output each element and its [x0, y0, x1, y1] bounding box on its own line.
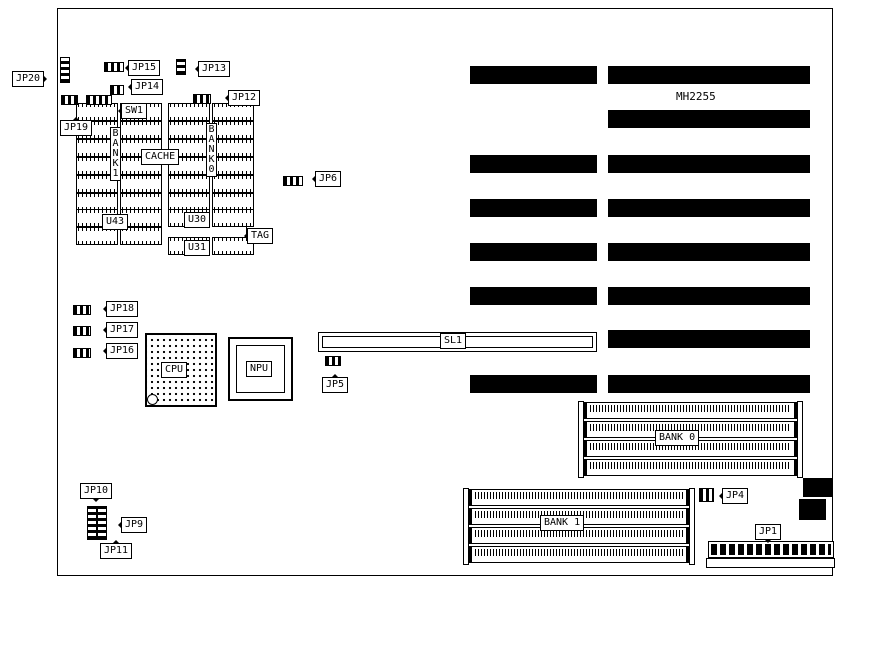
simm-module: [583, 402, 798, 419]
isa-slot: [470, 243, 597, 261]
jp18-header: [73, 305, 91, 315]
jp16-header: [73, 348, 91, 358]
dip-chip: [120, 227, 162, 245]
jp17-header: [73, 326, 91, 336]
isa-slot: [608, 375, 810, 393]
jp15-header: [104, 62, 124, 72]
jp5-header: [325, 356, 341, 366]
bank0-column-label: BANK0: [206, 123, 217, 177]
simm-module: [468, 489, 690, 506]
jp4-header: [699, 488, 714, 502]
dip-chip: [120, 121, 162, 139]
dip-chip: [76, 193, 118, 211]
callout-jp14: JP14: [127, 79, 164, 95]
callout-jp16: JP16: [102, 343, 139, 359]
u31-label: U31: [184, 240, 211, 256]
isa-slot: [608, 330, 810, 348]
bank1-right-bracket: [689, 488, 695, 565]
isa-slot: [470, 66, 597, 84]
isa-slot: [470, 375, 597, 393]
bank1-label: BANK 1: [540, 515, 585, 531]
jp6-header: [283, 176, 303, 186]
callout-jp6: JP6: [311, 171, 342, 187]
callout-tag: TAG: [243, 228, 274, 244]
cpu-socket: [145, 333, 217, 407]
dip-chip: [212, 209, 254, 227]
dip-chip: [168, 103, 210, 121]
sw1-dip-switch: [86, 95, 112, 105]
callout-jp1: JP1: [755, 524, 782, 543]
callout-sw1: SW1: [117, 103, 148, 119]
jp9-jp10-jp11-header-col1: [87, 506, 97, 540]
dip-chip: [212, 157, 254, 175]
callout-jp15: JP15: [124, 60, 161, 76]
bank0-right-bracket: [797, 401, 803, 478]
cpu-label: CPU: [161, 362, 188, 378]
bank1-left-bracket: [463, 488, 469, 565]
dip-chip: [212, 139, 254, 157]
isa-slot: [608, 66, 810, 84]
dip-chip: [168, 175, 210, 193]
bank1-column-label: BANK1: [110, 127, 121, 181]
isa-slot: [470, 287, 597, 305]
dip-chip: [212, 121, 254, 139]
isa-slot: [470, 199, 597, 217]
callout-jp9: JP9: [117, 517, 148, 533]
callout-jp18: JP18: [102, 301, 139, 317]
jp9-jp10-jp11-header-col2: [97, 506, 107, 540]
dip-chip: [76, 157, 118, 175]
dip-chip: [76, 227, 118, 245]
part-number: MH2255: [676, 90, 716, 103]
isa-slot: [608, 110, 810, 128]
isa-slot: [470, 155, 597, 173]
isa-slot: [608, 155, 810, 173]
isa-slot: [608, 287, 810, 305]
isa-slot: [608, 243, 810, 261]
keyboard-connector-upper: [803, 478, 832, 497]
callout-jp19: JP19: [60, 117, 93, 136]
cache-label: CACHE: [141, 149, 180, 165]
jp12-header: [193, 94, 211, 104]
dip-chip: [212, 237, 254, 255]
callout-jp20: JP20: [12, 71, 48, 87]
simm-module: [468, 546, 690, 563]
callout-jp5: JP5: [322, 374, 349, 393]
bank0-left-bracket: [578, 401, 584, 478]
dip-chip: [76, 175, 118, 193]
isa-slot: [608, 199, 810, 217]
callout-jp17: JP17: [102, 322, 139, 338]
jp20-header: [60, 57, 70, 83]
dip-chip: [212, 175, 254, 193]
jp19-header: [61, 95, 78, 105]
jp1-edge-bracket: [706, 558, 835, 568]
dip-chip: [76, 139, 118, 157]
u30-label: U30: [184, 212, 211, 228]
callout-jp11: JP11: [100, 540, 133, 559]
jp13-header: [176, 59, 186, 75]
jp14-header: [110, 85, 124, 95]
dip-chip: [168, 121, 210, 139]
simm-module: [583, 459, 798, 476]
dip-chip: [76, 103, 118, 121]
callout-jp10: JP10: [80, 483, 113, 502]
bank0-label: BANK 0: [655, 430, 700, 446]
npu-label: NPU: [246, 361, 273, 377]
sl1-label: SL1: [440, 333, 467, 349]
callout-jp12: JP12: [224, 90, 261, 106]
callout-jp4: JP4: [718, 488, 749, 504]
board-outline: [57, 8, 833, 576]
dip-chip: [120, 175, 162, 193]
keyboard-connector-lower: [799, 499, 826, 520]
u43-label: U43: [102, 214, 129, 230]
callout-jp13: JP13: [194, 61, 231, 77]
cpu-pin1-marker: [147, 394, 158, 405]
